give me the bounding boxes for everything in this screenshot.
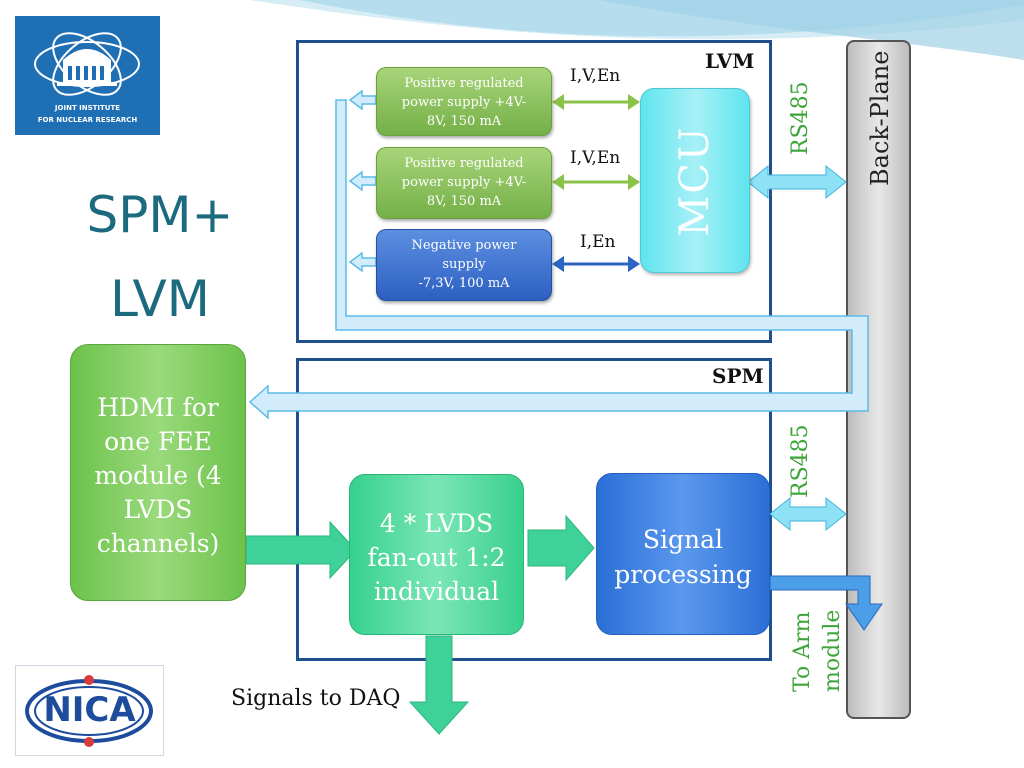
sigproc-line1: Signal: [642, 525, 724, 554]
hdmi-line3: module (4: [94, 461, 222, 490]
signals-to-daq-label: Signals to DAQ: [231, 686, 401, 711]
hdmi-fee-block: HDMI for one FEE module (4 LVDS channels…: [70, 344, 246, 601]
to-arm-module-label: To Arm module: [788, 610, 848, 692]
jinr-emblem-icon: [34, 32, 140, 96]
sigproc-backplane-arrow: [769, 496, 847, 532]
slide-title-line1: SPM+: [86, 186, 234, 244]
fanout-line3: individual: [373, 577, 500, 606]
lvm-rs485-label: RS485: [788, 81, 813, 155]
jinr-logo-line1: JOINT INSTITUTE: [54, 104, 121, 112]
power-bus-arrow: [248, 99, 869, 420]
to-arm-line1: To Arm: [790, 611, 815, 692]
psu2-line1: Positive regulated: [404, 156, 524, 171]
psu2-line3: 8V, 150 mA: [426, 194, 502, 209]
psu1-line1: Positive regulated: [404, 76, 524, 91]
fanout-line2: fan-out 1:2: [367, 543, 506, 572]
hdmi-line1: HDMI for: [97, 393, 219, 422]
jinr-logo: JOINT INSTITUTE FOR NUCLEAR RESEARCH: [15, 16, 160, 135]
bus-tap-arrows: [348, 89, 377, 273]
hdmi-line2: one FEE: [104, 427, 212, 456]
slide-title-line2: LVM: [110, 270, 210, 328]
sigproc-line2: processing: [614, 560, 752, 589]
fanout-line1: 4 * LVDS: [379, 509, 494, 538]
hdmi-line5: channels): [96, 529, 220, 558]
psu-positive-1: Positive regulated power supply +4V- 8V,…: [376, 67, 552, 136]
spm-rs485-label: RS485: [788, 424, 813, 498]
psu-positive-2: Positive regulated power supply +4V- 8V,…: [376, 147, 552, 219]
signal-processing-block: Signal processing: [596, 473, 770, 635]
nica-emblem-icon: [25, 675, 153, 747]
mcu-block: MCU: [640, 88, 750, 273]
to-arm-line2: module: [820, 609, 845, 692]
psu3-signal-label: I,En: [580, 232, 616, 252]
nica-logo: NICA: [15, 665, 164, 756]
sigproc-arm-arrow: [769, 575, 883, 631]
psu2-line2: power supply +4V-: [401, 175, 527, 190]
mcu-label: MCU: [672, 124, 718, 237]
fanout-sigproc-arrow: [527, 514, 595, 582]
lvm-label: LVM: [705, 49, 755, 73]
psu3-line1: Negative power: [411, 238, 517, 253]
lvds-fanout-block: 4 * LVDS fan-out 1:2 individual: [349, 474, 524, 635]
spm-label: SPM: [712, 364, 764, 388]
fanout-daq-arrow: [408, 635, 470, 735]
psu1-line2: power supply +4V-: [401, 95, 527, 110]
psu2-signal-label: I,V,En: [570, 148, 621, 168]
jinr-logo-line2: FOR NUCLEAR RESEARCH: [37, 116, 138, 124]
psu3-line3: -7,3V, 100 mA: [418, 276, 510, 291]
psu-negative: Negative power supply -7,3V, 100 mA: [376, 229, 552, 301]
hdmi-fanout-arrow: [245, 520, 357, 580]
psu3-line2: supply: [442, 257, 486, 272]
psu1-signal-label: I,V,En: [570, 66, 621, 86]
nica-logo-text: NICA: [43, 690, 136, 730]
psu1-line3: 8V, 150 mA: [426, 114, 502, 129]
mcu-backplane-arrow: [747, 164, 847, 200]
hdmi-line4: LVDS: [123, 495, 193, 524]
